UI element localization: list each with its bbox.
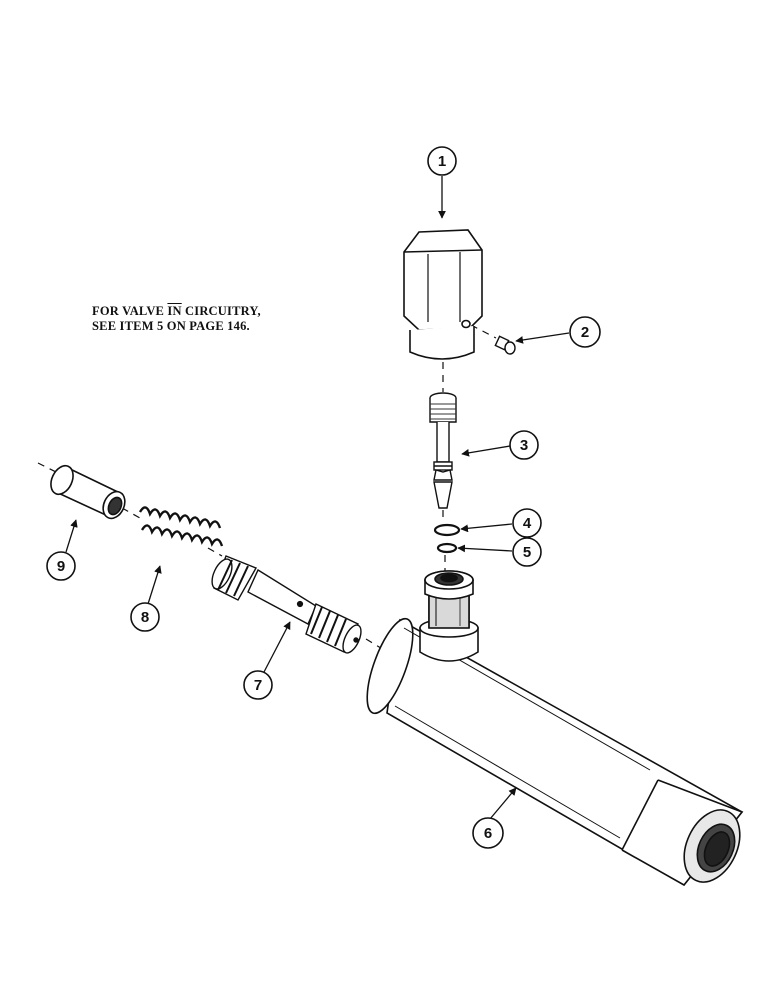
note-line-2: SEE ITEM 5 ON PAGE 146.: [92, 319, 250, 333]
small-screw: [494, 335, 516, 355]
note-line-1-prefix: FOR VALVE: [92, 304, 168, 318]
callout-1-circle: [427, 146, 457, 176]
callout-2: 2: [581, 324, 589, 341]
callout-7: 7: [254, 677, 262, 694]
callout-3: 3: [520, 437, 528, 454]
callout-9: 9: [57, 558, 65, 575]
callout-5-circle: [512, 537, 542, 567]
callout-leaders: [65, 176, 570, 820]
callout-5: 5: [523, 544, 531, 561]
end-cap: [50, 464, 126, 520]
poppet-stem: [429, 392, 457, 509]
circuitry-note: FOR VALVE IN CIRCUITRY, SEE ITEM 5 ON PA…: [92, 304, 261, 334]
callout-9-circle: [46, 551, 76, 581]
note-line-1-suffix: CIRCUITRY,: [181, 304, 261, 318]
callout-6-circle: [472, 817, 504, 849]
o-rings: [433, 523, 461, 554]
callout-3-circle: [509, 430, 539, 460]
callout-balloons: [46, 146, 601, 849]
callout-8-circle: [130, 602, 160, 632]
callout-4: 4: [523, 515, 532, 532]
spring: [138, 506, 224, 547]
callout-7-circle: [243, 670, 273, 700]
callout-2-circle: [569, 316, 601, 348]
callout-1: 1: [438, 153, 446, 170]
hex-cap: [403, 229, 483, 360]
note-line-1-overlined: IN: [167, 304, 182, 318]
callout-8: 8: [141, 609, 149, 626]
callout-4-circle: [512, 508, 542, 538]
spool: [211, 555, 362, 654]
callout-labels: 1 2 3 4 5 6 7 8 9: [57, 153, 589, 842]
callout-6: 6: [484, 825, 492, 842]
valve-body: [366, 570, 744, 887]
note-line-1: FOR VALVE IN CIRCUITRY,: [92, 304, 261, 319]
